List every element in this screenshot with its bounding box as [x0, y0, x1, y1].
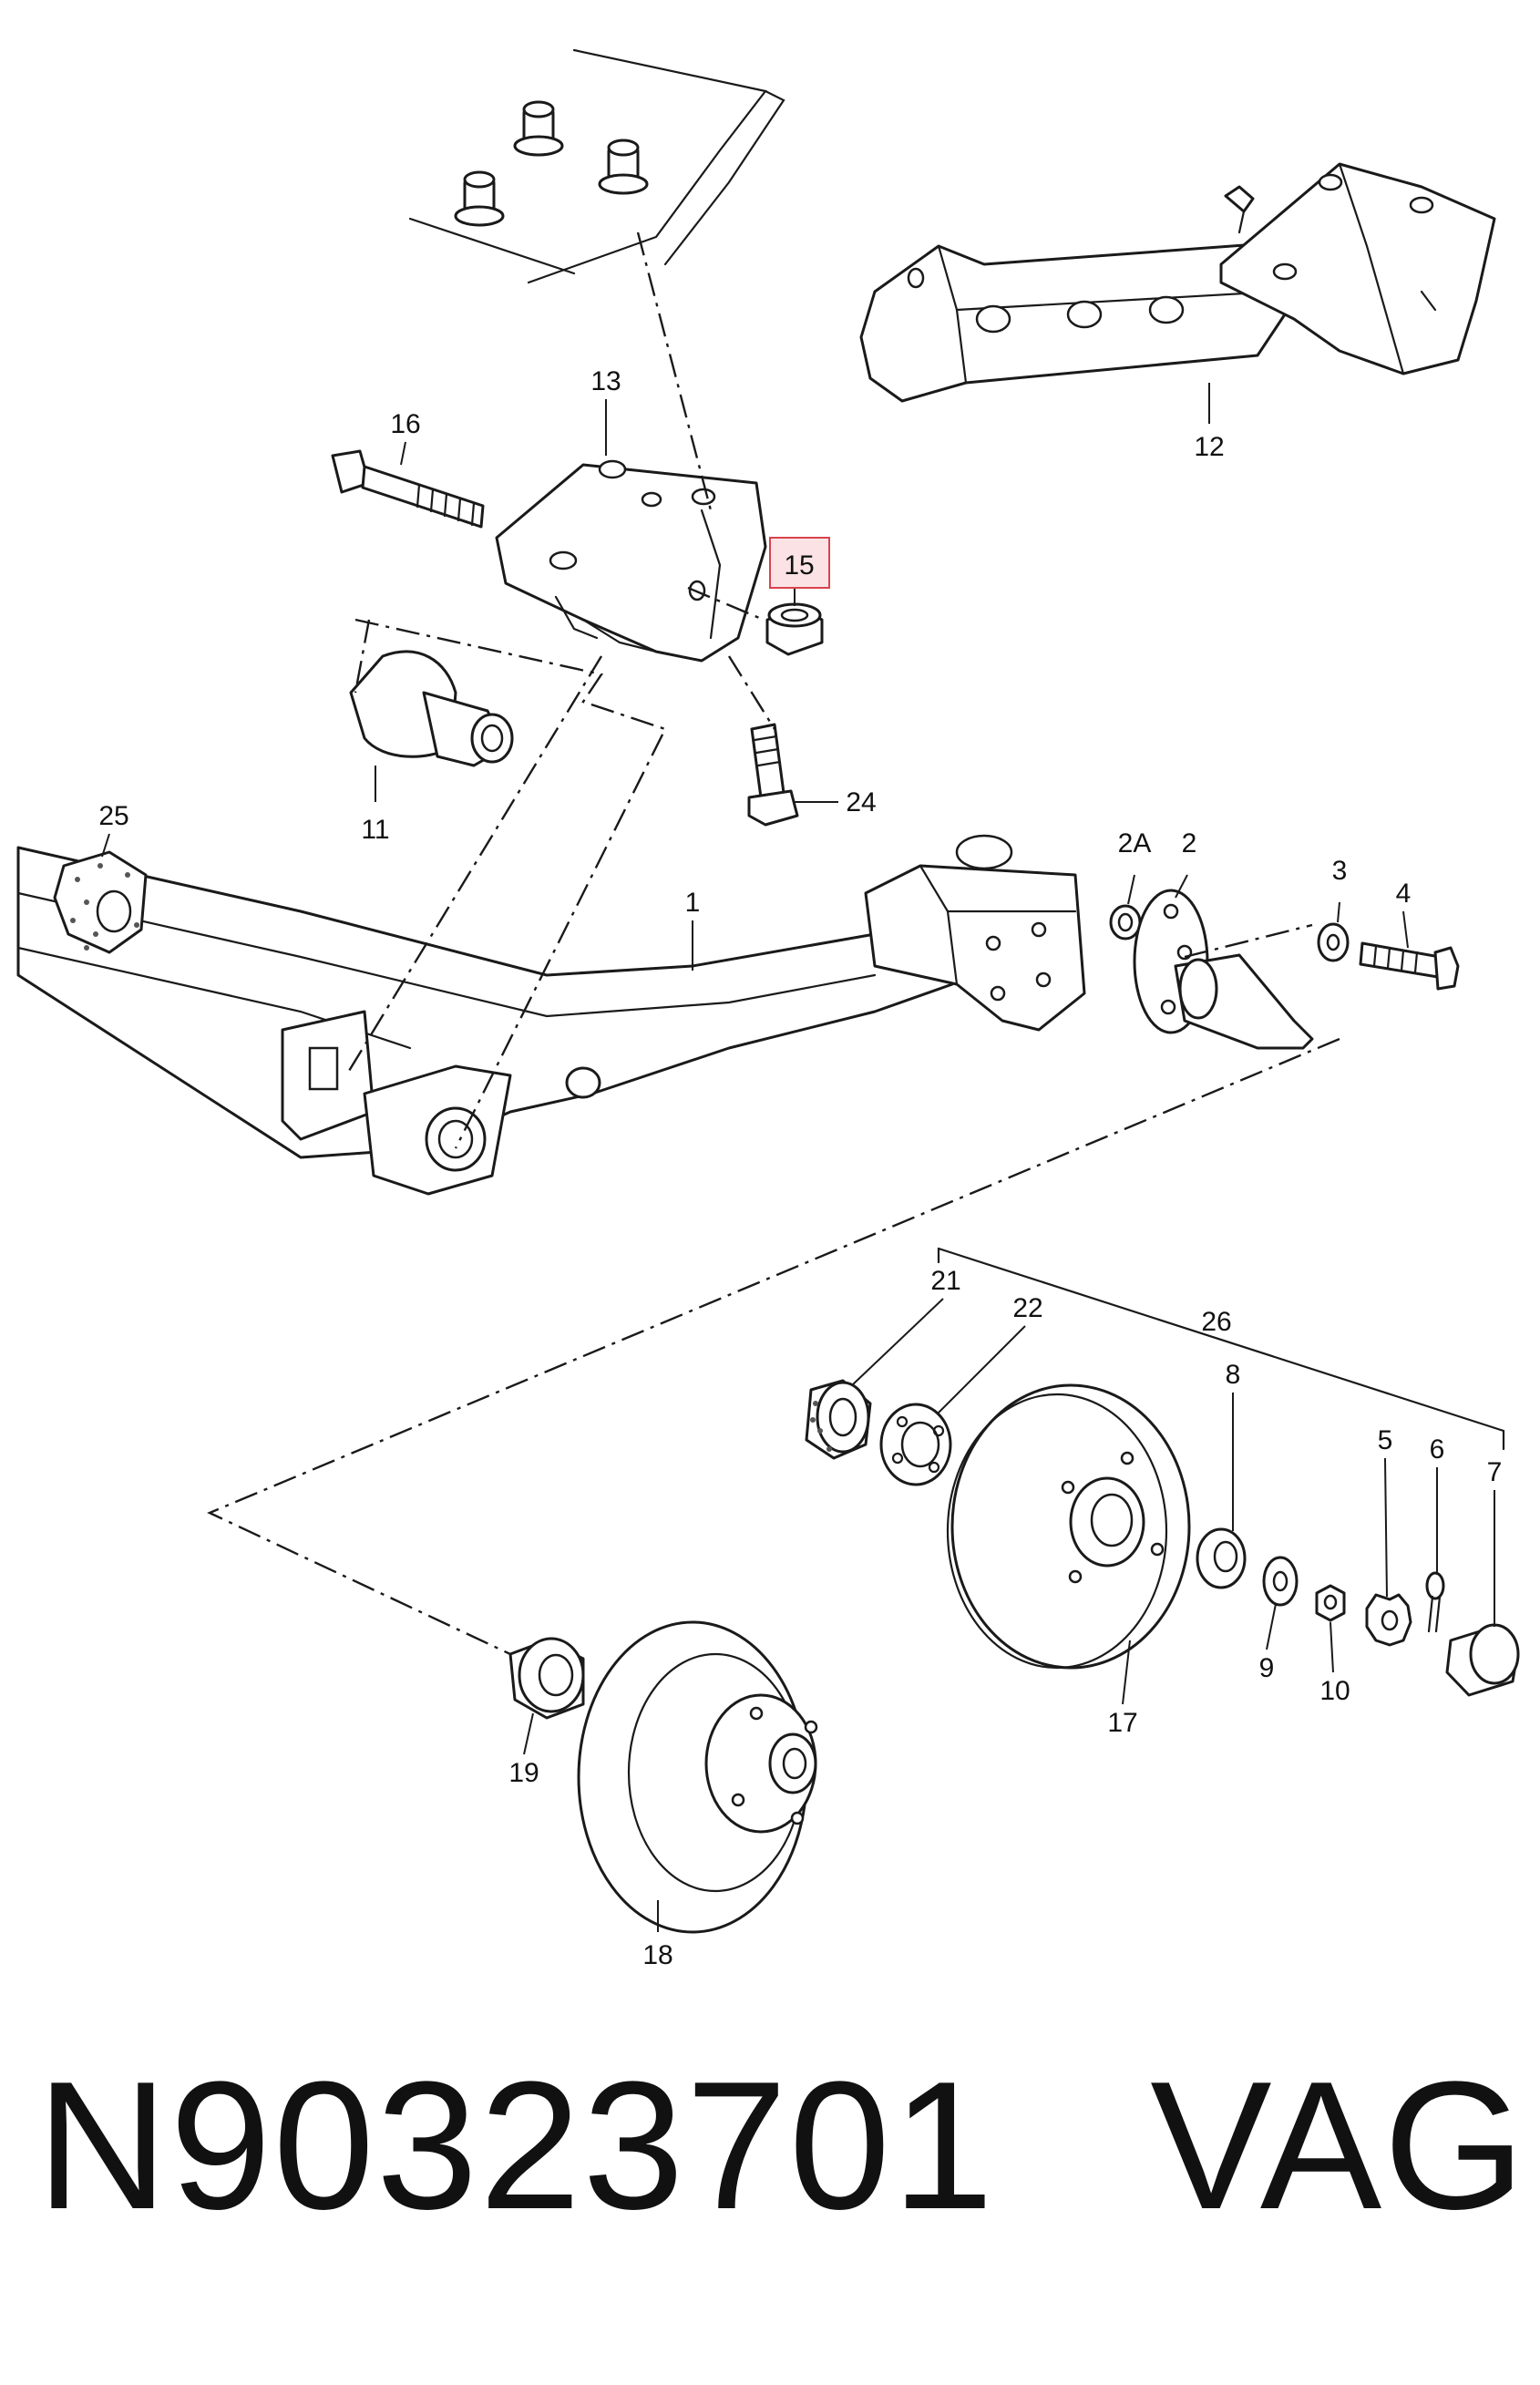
callout-9: 9 [1259, 1653, 1275, 1683]
long-bolt [331, 449, 485, 529]
callout-leaders [101, 383, 1495, 1932]
body-panel [408, 48, 785, 284]
callout-4: 4 [1396, 879, 1412, 909]
callout-25: 25 [98, 801, 128, 831]
locking-ring [1365, 1593, 1412, 1647]
stub-axle [1133, 889, 1314, 1050]
exploded-view-drawing: 13 16 15 24 11 12 1 25 2A 2 3 4 21 22 26… [16, 48, 1520, 1970]
callout-18: 18 [642, 1940, 672, 1970]
callout-21: 21 [930, 1266, 960, 1296]
callout-10: 10 [1319, 1676, 1350, 1706]
callout-6: 6 [1430, 1434, 1445, 1465]
callout-2a: 2A [1118, 828, 1152, 858]
thrust-washer [1262, 1556, 1299, 1607]
stud [454, 170, 505, 227]
axle-beam [16, 834, 1086, 1196]
callout-3: 3 [1332, 856, 1348, 886]
seal [508, 1637, 585, 1720]
flange-nut [765, 602, 824, 656]
callout-22: 22 [1012, 1293, 1042, 1323]
brake-disc [577, 1620, 818, 1934]
callout-5: 5 [1378, 1425, 1393, 1455]
stud [513, 100, 564, 157]
callout-16: 16 [390, 409, 420, 439]
bearing-race [805, 1379, 872, 1460]
short-bolt [747, 723, 799, 827]
spacer-sleeve [1109, 904, 1142, 941]
bracket-assembly [859, 162, 1496, 403]
callout-26: 26 [1201, 1307, 1231, 1337]
callout-12: 12 [1194, 432, 1224, 462]
callout-8: 8 [1226, 1360, 1241, 1390]
mounting-bracket [495, 459, 767, 663]
part-caption: N90323701 VAG [36, 2041, 1525, 2251]
rubber-bushing [349, 650, 514, 767]
callout-17: 17 [1107, 1708, 1137, 1738]
callout-11: 11 [361, 815, 389, 845]
callout-labels: 13 16 15 24 11 12 1 25 2A 2 3 4 21 22 26… [98, 366, 1502, 1970]
callout-13: 13 [590, 366, 621, 396]
brand-name: VAG [1150, 2044, 1527, 2247]
small-bearing [1196, 1527, 1247, 1589]
hex-bolt [1359, 941, 1460, 991]
callout-1: 1 [685, 888, 701, 918]
callout-7: 7 [1487, 1457, 1503, 1487]
callout-15[interactable]: 15 [784, 550, 814, 581]
stud [598, 139, 649, 195]
roller-bearing [879, 1403, 952, 1486]
part-number: N90323701 [36, 2044, 996, 2247]
washer [1317, 922, 1350, 962]
cotter-pin [1425, 1571, 1445, 1633]
alignment-lines [207, 231, 1505, 1656]
callout-19: 19 [508, 1758, 539, 1788]
mount-pad [53, 850, 148, 954]
highlight-box [769, 537, 830, 589]
grease-cap [1445, 1623, 1520, 1697]
brake-drum [946, 1383, 1191, 1670]
callout-24: 24 [846, 787, 876, 817]
hex-nut [1315, 1584, 1346, 1622]
callout-2: 2 [1182, 828, 1197, 858]
